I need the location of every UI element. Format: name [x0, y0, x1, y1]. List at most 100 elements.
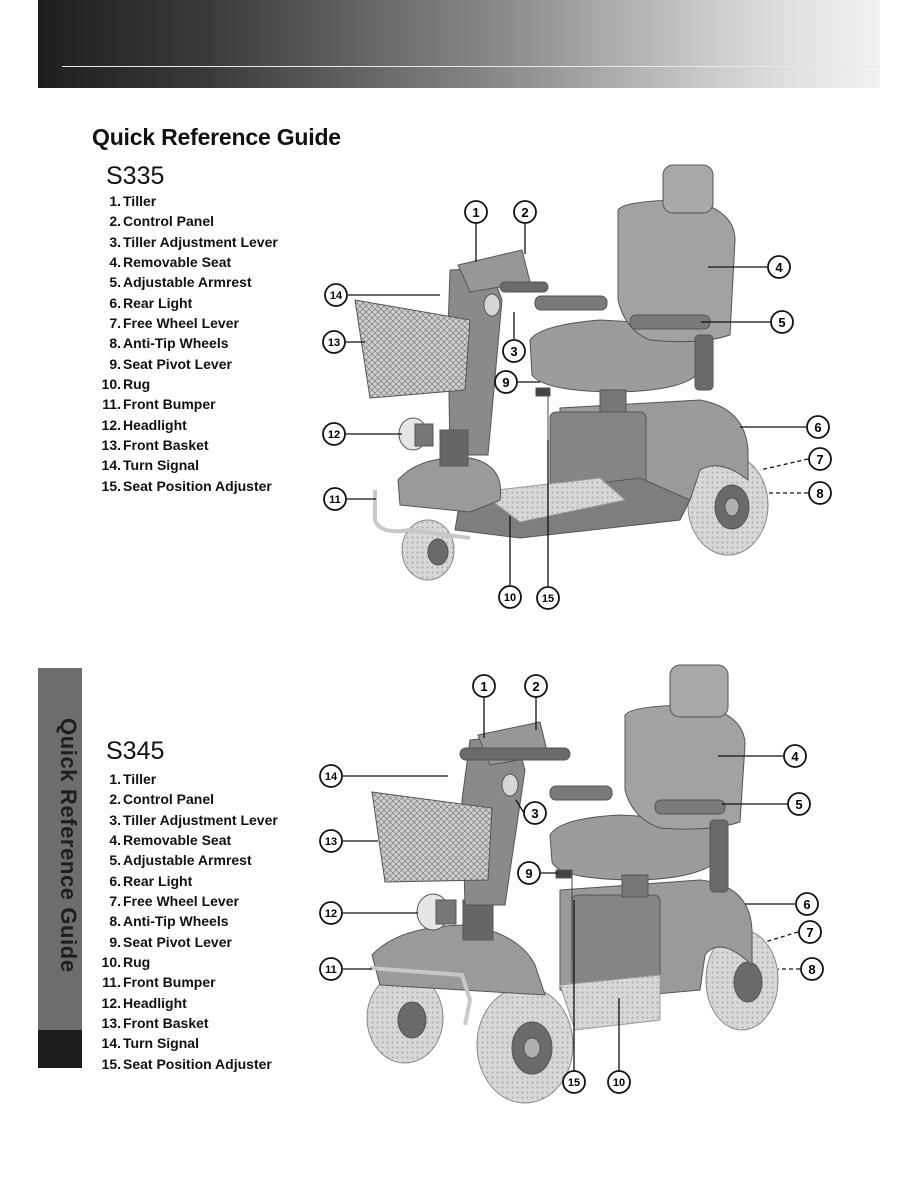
callout-marker: 13	[319, 829, 343, 853]
side-tab-label: Quick Reference Guide	[56, 718, 81, 973]
svg-text:1: 1	[480, 679, 487, 694]
callout-marker: 8	[808, 481, 832, 505]
callout-marker: 15	[562, 1070, 586, 1094]
svg-text:6: 6	[814, 420, 821, 435]
callout-marker: 2	[513, 200, 537, 224]
svg-text:14: 14	[325, 771, 338, 783]
list-item: 10.Rug	[101, 954, 151, 971]
svg-text:5: 5	[795, 797, 802, 812]
svg-text:11: 11	[325, 964, 337, 976]
svg-text:9: 9	[525, 866, 532, 881]
svg-text:4: 4	[791, 749, 799, 764]
svg-text:7: 7	[816, 452, 823, 467]
callout-markers: 1 2 3 4 5 6 7 8 9 10 11 12 13 14 15	[319, 674, 824, 1094]
callout-lines	[343, 697, 800, 1071]
list-item: 5.Adjustable Armrest	[109, 852, 252, 869]
svg-text:10: 10	[504, 592, 516, 604]
list-item: 2.Control Panel	[109, 213, 215, 230]
callout-marker: 4	[767, 255, 791, 279]
list-item: 8.Anti-Tip Wheels	[109, 335, 229, 352]
list-item: 8.Anti-Tip Wheels	[109, 913, 229, 930]
model-name-s345: S345	[106, 737, 165, 765]
svg-text:3: 3	[510, 344, 517, 359]
svg-text:15: 15	[568, 1077, 580, 1089]
list-item: 7.Free Wheel Lever	[109, 893, 239, 910]
svg-text:6: 6	[803, 897, 810, 912]
list-item: 13.Front Basket	[101, 1015, 209, 1032]
svg-text:13: 13	[328, 337, 340, 349]
scooter-illustration	[354, 164, 769, 581]
callout-marker: 3	[502, 339, 526, 363]
list-item: 11.Front Bumper	[102, 974, 216, 991]
svg-text:2: 2	[521, 205, 528, 220]
parts-list-s345: 1.Tiller 2.Control Panel 3.Tiller Adjust…	[94, 769, 278, 1074]
side-tab-footer	[38, 1030, 82, 1068]
callout-marker: 4	[783, 744, 807, 768]
list-item: 5.Adjustable Armrest	[109, 274, 252, 291]
callout-lines	[346, 223, 809, 586]
callout-markers: 1 2 3 4 5 6 7 8 9 10 11 12 13 14 15	[322, 200, 832, 610]
svg-text:10: 10	[613, 1077, 625, 1089]
svg-text:15: 15	[542, 593, 554, 605]
callout-marker: 2	[524, 674, 548, 698]
page-title: Quick Reference Guide	[92, 124, 341, 150]
list-item: 1.Tiller	[109, 193, 157, 209]
header-rule	[62, 66, 880, 67]
svg-text:9: 9	[502, 375, 509, 390]
list-item: 9.Seat Pivot Lever	[109, 933, 232, 950]
callout-marker: 6	[806, 415, 830, 439]
callout-marker: 7	[798, 920, 822, 944]
list-item: 7.Free Wheel Lever	[109, 315, 239, 332]
svg-text:3: 3	[531, 806, 538, 821]
header-band	[38, 0, 880, 88]
callout-marker: 9	[517, 861, 541, 885]
list-item: 13.Front Basket	[101, 437, 209, 454]
callout-marker: 13	[322, 330, 346, 354]
list-item: 2.Control Panel	[109, 791, 215, 808]
list-item: 6.Rear Light	[109, 872, 193, 889]
callout-marker: 15	[536, 586, 560, 610]
list-item: 3.Tiller Adjustment Lever	[109, 233, 278, 250]
callout-marker: 11	[319, 957, 343, 981]
list-item: 15.Seat Position Adjuster	[101, 477, 272, 494]
callout-marker: 10	[498, 585, 522, 609]
list-item: 15.Seat Position Adjuster	[101, 1055, 272, 1072]
list-item: 4.Removable Seat	[109, 254, 232, 271]
callout-marker: 8	[800, 957, 824, 981]
svg-text:1: 1	[472, 205, 479, 220]
svg-text:7: 7	[806, 925, 813, 940]
callout-marker: 5	[787, 792, 811, 816]
list-item: 9.Seat Pivot Lever	[109, 355, 232, 372]
list-item: 11.Front Bumper	[102, 396, 216, 413]
list-item: 14.Turn Signal	[101, 1035, 199, 1052]
scooter-illustration	[366, 664, 779, 1104]
parts-list-s335: 1.Tiller 2.Control Panel 3.Tiller Adjust…	[94, 191, 278, 496]
svg-text:11: 11	[329, 494, 341, 506]
model-name-s335: S335	[106, 162, 165, 190]
svg-text:5: 5	[778, 315, 785, 330]
callout-marker: 10	[607, 1070, 631, 1094]
svg-text:4: 4	[775, 260, 783, 275]
callout-marker: 6	[795, 892, 819, 916]
list-item: 12.Headlight	[101, 994, 187, 1011]
list-item: 3.Tiller Adjustment Lever	[109, 811, 278, 828]
list-item: 1.Tiller	[109, 771, 157, 787]
list-item: 10.Rug	[101, 376, 151, 393]
callout-marker: 1	[472, 674, 496, 698]
callout-marker: 7	[808, 447, 832, 471]
list-item: 12.Headlight	[101, 416, 187, 433]
svg-text:12: 12	[325, 908, 337, 920]
callout-marker: 12	[322, 422, 346, 446]
list-item: 6.Rear Light	[109, 294, 193, 311]
callout-marker: 3	[523, 801, 547, 825]
svg-text:2: 2	[532, 679, 539, 694]
callout-marker: 1	[464, 200, 488, 224]
list-item: 4.Removable Seat	[109, 832, 232, 849]
callout-marker: 5	[770, 310, 794, 334]
callout-marker: 14	[319, 764, 343, 788]
side-tab	[38, 668, 82, 1068]
callout-marker: 14	[324, 283, 348, 307]
callout-marker: 9	[494, 370, 518, 394]
